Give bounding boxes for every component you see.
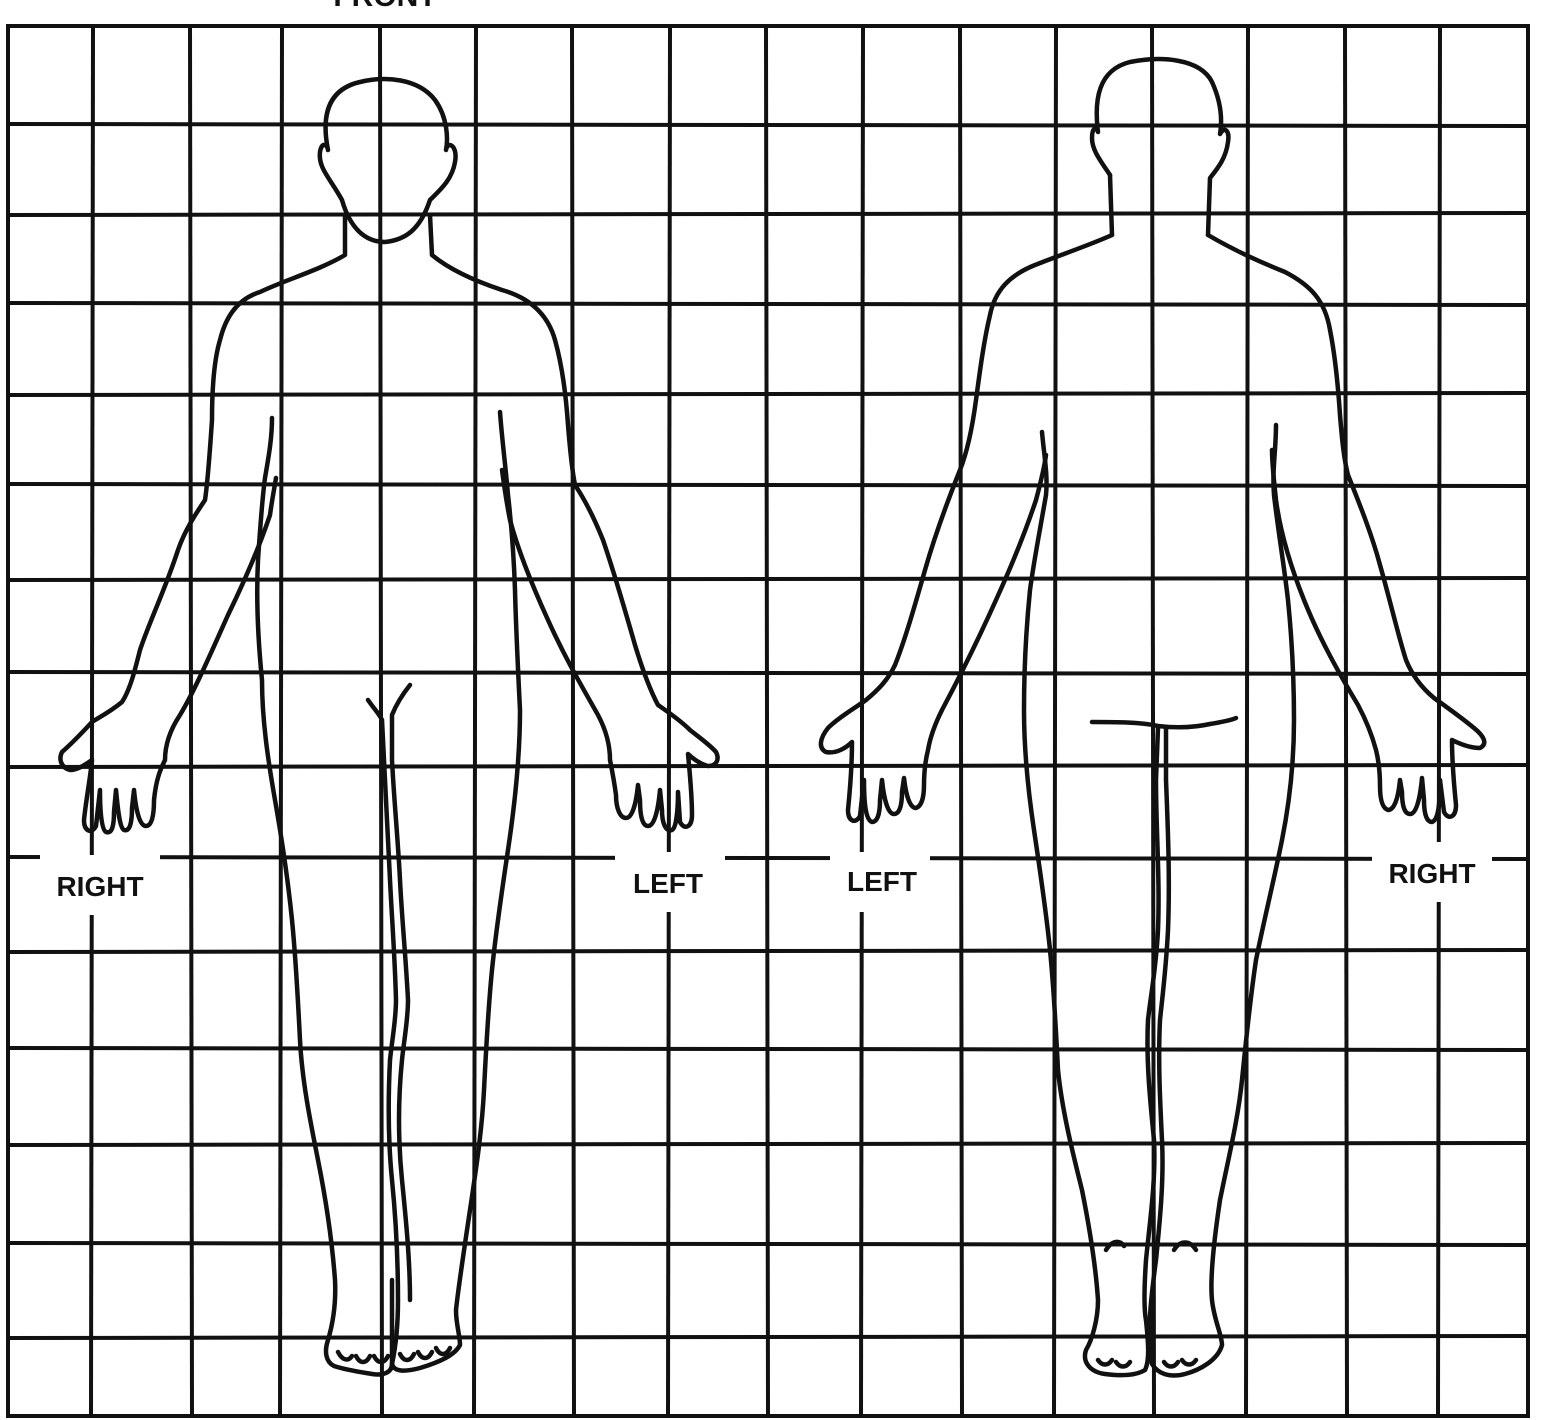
front-left-arm-inner bbox=[392, 412, 520, 1371]
grid-vertical-line bbox=[572, 26, 574, 1416]
grid-vertical-lines bbox=[91, 26, 1440, 1416]
back-left-side-label: LEFT bbox=[847, 866, 917, 897]
front-body-figure bbox=[60, 79, 717, 1374]
grid-horizontal-line bbox=[8, 393, 1528, 395]
grid-horizontal-line bbox=[8, 213, 1528, 215]
grid-vertical-line bbox=[668, 26, 670, 1416]
grid-horizontal-line bbox=[8, 578, 1528, 580]
view-header-label: FRONT bbox=[333, 0, 436, 13]
back-neck-left bbox=[1110, 175, 1112, 235]
grid-horizontal-line bbox=[8, 765, 1528, 767]
back-buttocks-line bbox=[1092, 718, 1236, 727]
grid-vertical-line bbox=[1246, 26, 1248, 1416]
grid-horizontal-line bbox=[8, 1048, 1528, 1050]
grid-horizontal-line bbox=[8, 672, 1528, 674]
front-body-outline bbox=[60, 215, 345, 832]
grid-vertical-line bbox=[1438, 26, 1440, 1416]
grid-horizontal-line bbox=[8, 857, 1528, 859]
grid-vertical-line bbox=[766, 26, 768, 1416]
grid bbox=[8, 26, 1528, 1416]
back-right-arm-inner bbox=[1150, 425, 1294, 1376]
grid-horizontal-line bbox=[8, 950, 1528, 952]
back-left-arm-inner bbox=[1024, 432, 1148, 1375]
grid-horizontal-line bbox=[8, 484, 1528, 486]
grid-vertical-line bbox=[1345, 26, 1347, 1416]
front-right-arm-inner bbox=[257, 418, 392, 1375]
grid-vertical-line bbox=[280, 26, 282, 1416]
front-right-side-label: LEFT bbox=[633, 868, 703, 899]
grid-horizontal-line bbox=[8, 124, 1528, 126]
grid-horizontal-line bbox=[8, 1143, 1528, 1145]
grid-vertical-line bbox=[190, 26, 192, 1416]
grid-horizontal-line bbox=[8, 1243, 1528, 1245]
grid-vertical-line bbox=[861, 26, 863, 1416]
front-left-side-label: RIGHT bbox=[56, 871, 143, 902]
grid-vertical-line bbox=[960, 26, 962, 1416]
grid-vertical-line bbox=[1054, 26, 1056, 1416]
back-right-side-label: RIGHT bbox=[1388, 858, 1475, 889]
grid-horizontal-line bbox=[8, 1336, 1528, 1338]
front-head-outline bbox=[320, 79, 456, 242]
grid-vertical-line bbox=[474, 26, 476, 1416]
